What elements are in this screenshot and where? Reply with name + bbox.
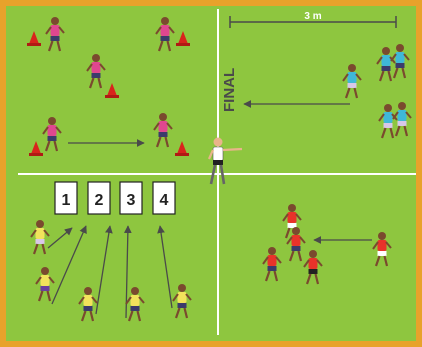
number-label: 2 [95,192,104,209]
number-label: 1 [62,192,71,209]
number-box-3: 3 [120,182,142,214]
number-label: 4 [160,192,169,209]
number-box-2: 2 [88,182,110,214]
distance-label: 3 m [304,11,321,22]
final-label: FINAL [221,68,238,112]
number-box-4: 4 [153,182,175,214]
number-label: 3 [127,192,136,209]
number-box-1: 1 [55,182,77,214]
